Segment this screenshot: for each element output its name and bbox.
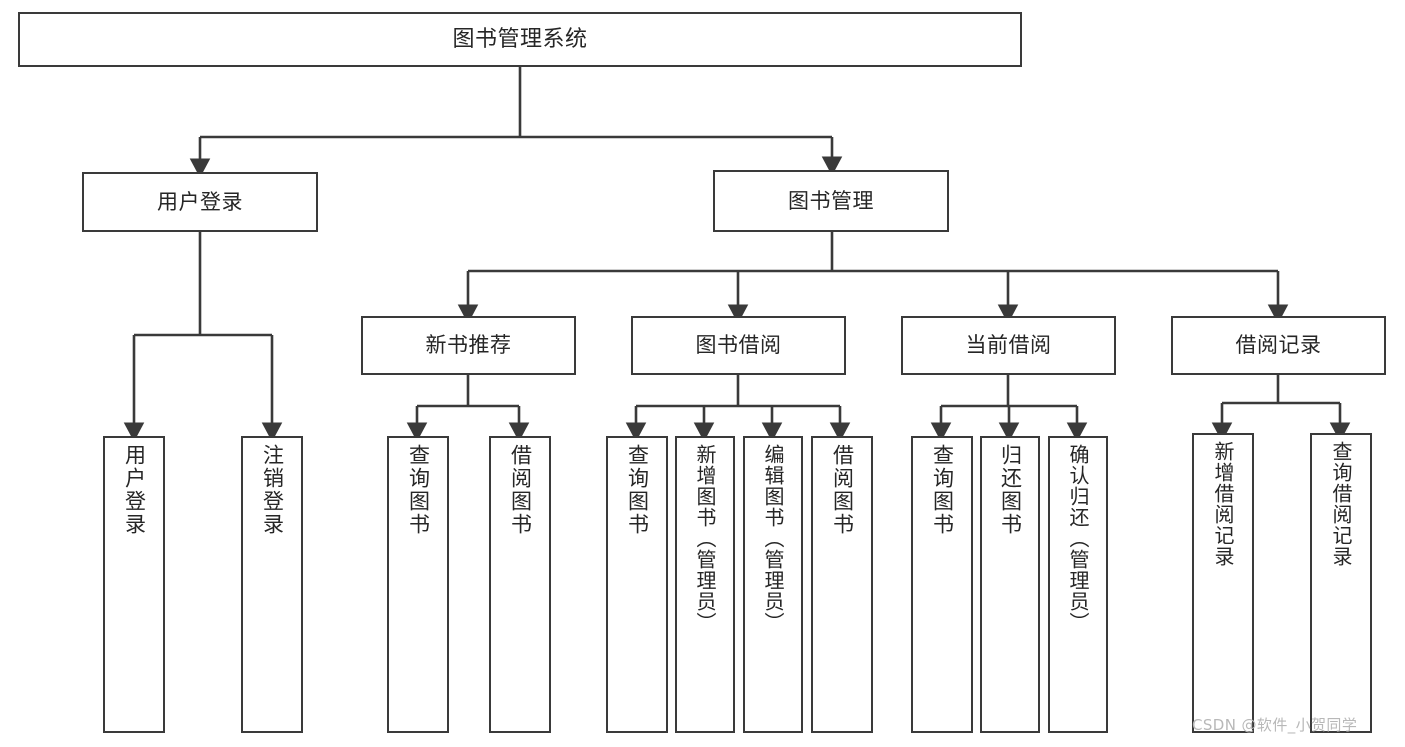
node-leaf-user-login[interactable]: 用户登录 — [103, 436, 165, 733]
node-book-borrow[interactable]: 图书借阅 — [631, 316, 846, 375]
node-label: 归还图书 — [998, 444, 1023, 536]
node-label: 查询图书 — [930, 444, 955, 536]
node-book-management[interactable]: 图书管理 — [713, 170, 949, 232]
node-user-login[interactable]: 用户登录 — [82, 172, 318, 232]
node-label: 借阅记录 — [1235, 333, 1322, 358]
node-leaf-edit-book[interactable]: 编辑图书（管理员） — [743, 436, 803, 733]
node-label: 图书管理 — [788, 188, 874, 213]
node-label: 查询借阅记录 — [1329, 441, 1353, 567]
node-leaf-borrow-book-2[interactable]: 借阅图书 — [811, 436, 873, 733]
node-label: 用户登录 — [157, 189, 243, 214]
node-leaf-query-book-1[interactable]: 查询图书 — [387, 436, 449, 733]
node-leaf-borrow-book-1[interactable]: 借阅图书 — [489, 436, 551, 733]
node-leaf-add-book[interactable]: 新增图书（管理员） — [675, 436, 735, 733]
node-root-book-management-system[interactable]: 图书管理系统 — [18, 12, 1022, 67]
node-leaf-return-book[interactable]: 归还图书 — [980, 436, 1040, 733]
node-borrow-record[interactable]: 借阅记录 — [1171, 316, 1386, 375]
node-label: 借阅图书 — [830, 444, 855, 536]
node-leaf-confirm-return[interactable]: 确认归还（管理员） — [1048, 436, 1108, 733]
node-label: 查询图书 — [406, 444, 431, 536]
node-leaf-query-record[interactable]: 查询借阅记录 — [1310, 433, 1372, 733]
node-label: 新书推荐 — [425, 333, 512, 358]
node-leaf-user-logout[interactable]: 注销登录 — [241, 436, 303, 733]
node-label: 图书管理系统 — [452, 26, 588, 52]
node-label: 新增借阅记录 — [1211, 441, 1235, 567]
node-label: 查询图书 — [625, 444, 650, 536]
node-label: 用户登录 — [122, 444, 147, 536]
node-label: 图书借阅 — [695, 333, 782, 358]
node-leaf-add-record[interactable]: 新增借阅记录 — [1192, 433, 1254, 733]
node-leaf-query-book-3[interactable]: 查询图书 — [911, 436, 973, 733]
node-current-borrow[interactable]: 当前借阅 — [901, 316, 1116, 375]
csdn-watermark: CSDN @软件_小贺同学 — [1192, 716, 1358, 734]
node-label: 当前借阅 — [965, 333, 1052, 358]
node-leaf-query-book-2[interactable]: 查询图书 — [606, 436, 668, 733]
node-new-book-recommend[interactable]: 新书推荐 — [361, 316, 576, 375]
node-label: 确认归还（管理员） — [1066, 444, 1090, 633]
node-label: 编辑图书（管理员） — [761, 444, 785, 633]
node-label: 新增图书（管理员） — [693, 444, 717, 633]
node-label: 借阅图书 — [508, 444, 533, 536]
node-label: 注销登录 — [260, 444, 285, 536]
